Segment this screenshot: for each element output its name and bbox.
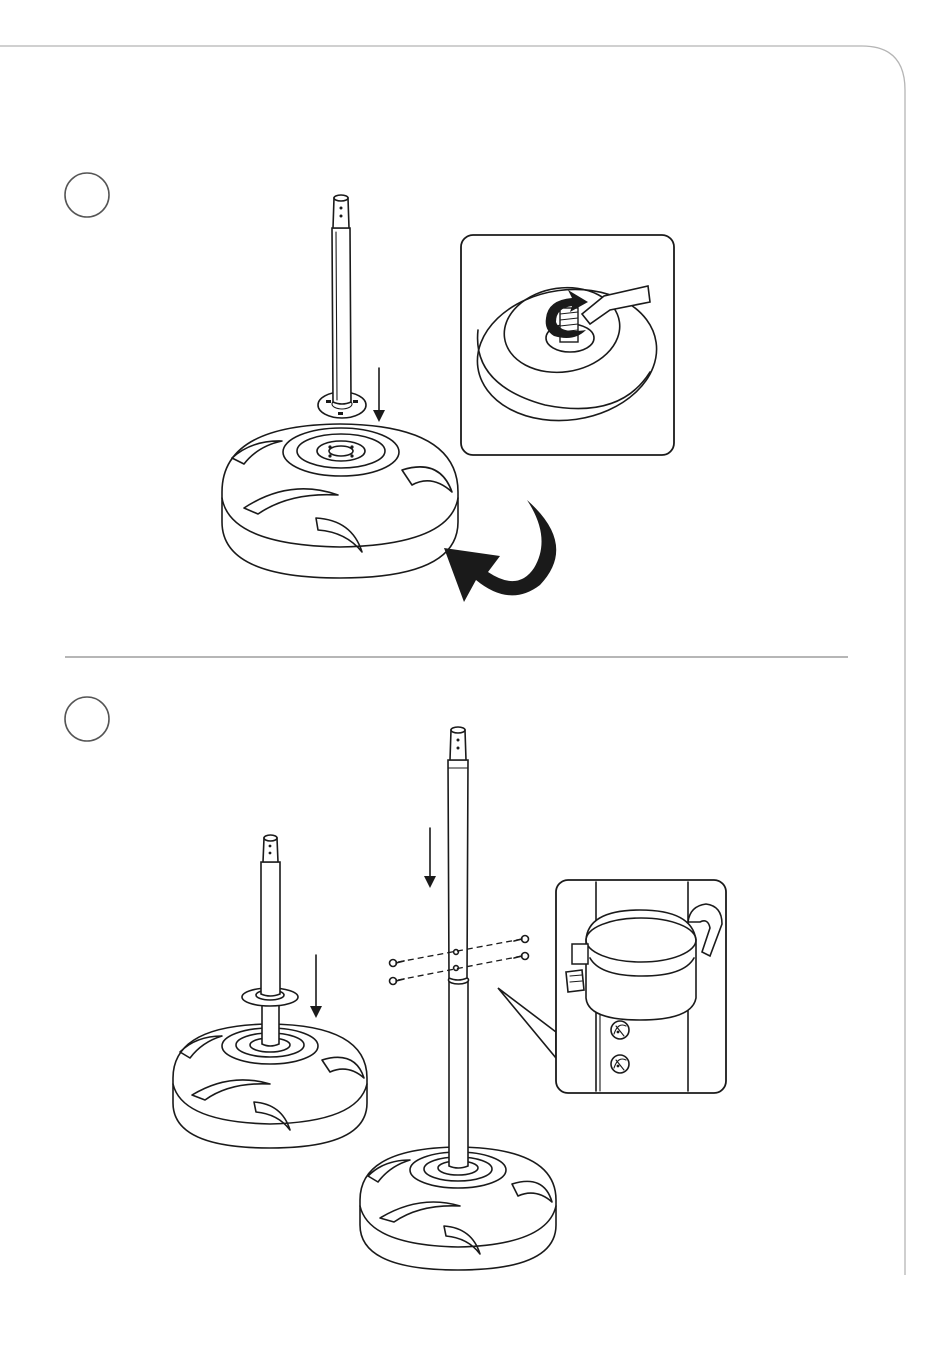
extension-pole-illustration: [360, 727, 556, 1270]
step-2-marker: [65, 697, 109, 741]
screw-detail-inset: [498, 880, 726, 1093]
step-1-marker: [65, 173, 109, 217]
base-flip-arrow-icon: [444, 500, 556, 602]
step-circle-icon: [65, 697, 109, 741]
pole-insert-illustration: [222, 195, 458, 578]
collar-slide-illustration: [173, 835, 367, 1148]
step-circle-icon: [65, 173, 109, 217]
base-underside-bolt-inset: [461, 235, 674, 455]
